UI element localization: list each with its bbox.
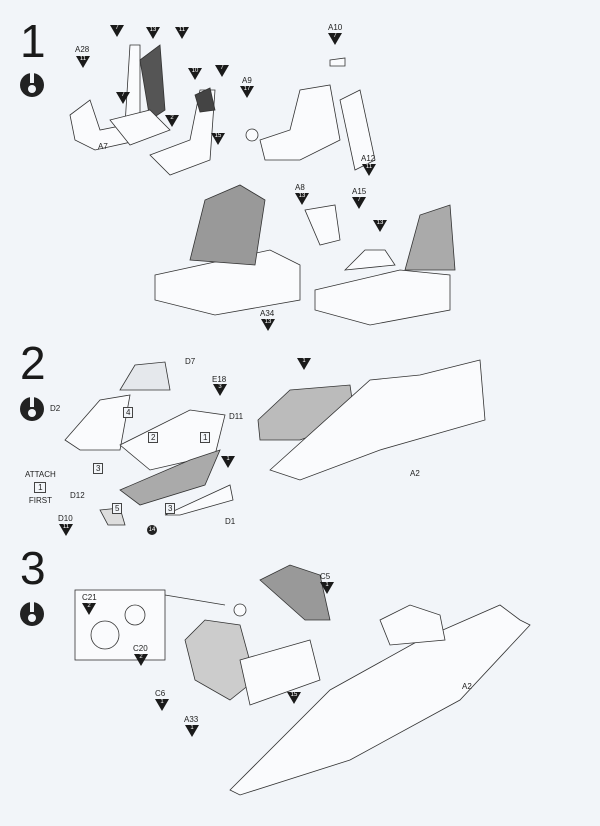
part-label: A15 (352, 187, 367, 196)
part-label: A12 (361, 154, 376, 163)
order-box: 1 (200, 432, 211, 443)
color-code: 17 (240, 86, 254, 98)
part-label: A9 (242, 76, 252, 85)
part-label: C5 (320, 572, 331, 581)
part-label: A2 (410, 469, 420, 478)
color-code: 15 (287, 692, 301, 704)
step-number-1: 1 (20, 15, 46, 67)
part-label: D11 (229, 412, 244, 421)
first-label: FIRST (28, 496, 52, 505)
color-code: 7 (215, 65, 229, 77)
attach-label: ATTACH (25, 470, 56, 479)
color-code: 7 (116, 92, 130, 104)
color-code-circle: 14 (147, 525, 157, 535)
part-label: A28 (75, 45, 90, 54)
color-code: 11 (362, 164, 376, 176)
cement-icon (20, 73, 44, 97)
color-code: 2 (165, 115, 179, 127)
part-label: A33 (184, 715, 199, 724)
color-code: 13 (373, 220, 387, 232)
attach-number: 1 (34, 482, 47, 493)
color-code: 1 (185, 725, 199, 737)
cockpit-step3 (74, 564, 531, 796)
color-code: 2 (82, 603, 96, 615)
color-code: 2 (134, 654, 148, 666)
part-label: A34 (260, 309, 275, 318)
part-label: A8 (295, 183, 305, 192)
color-code: 7 (110, 25, 124, 37)
part-label: C20 (133, 644, 148, 653)
step-number-2: 2 (20, 337, 46, 389)
part-label: A10 (328, 23, 343, 32)
part-label: D7 (185, 357, 196, 366)
color-code: 1 (320, 582, 334, 594)
part-label: C21 (82, 593, 97, 602)
color-code: 10 (188, 68, 202, 80)
color-code: 1 (155, 699, 169, 711)
attach-first-note: ATTACH 1 FIRST (25, 470, 56, 505)
order-box: 3 (165, 503, 176, 514)
color-code: 13 (146, 27, 160, 39)
color-code: 11 (175, 27, 189, 39)
color-code: 7 (328, 33, 342, 45)
order-box: 5 (112, 503, 123, 514)
part-label: A7 (98, 142, 108, 151)
seat-parts-step1 (69, 44, 376, 176)
order-box: 3 (93, 463, 104, 474)
part-label: D2 (50, 404, 61, 413)
order-box: 4 (123, 407, 134, 418)
step-number-3: 3 (20, 542, 46, 594)
part-label: A2 (462, 682, 472, 691)
color-code: 3 (213, 384, 227, 396)
color-code: 11 (76, 56, 90, 68)
color-code: 15 (211, 133, 225, 145)
color-code: 1 (221, 456, 235, 468)
part-label: D1 (225, 517, 236, 526)
color-code: 13 (261, 319, 275, 331)
part-label: D10 (58, 514, 73, 523)
color-code: 7 (352, 197, 366, 209)
part-label: D12 (70, 491, 85, 500)
cement-icon (20, 602, 44, 626)
part-label: C6 (155, 689, 166, 698)
order-box: 2 (148, 432, 159, 443)
color-code: 13 (295, 193, 309, 205)
seat-in-cockpit-step1 (154, 184, 456, 326)
color-code: 1 (297, 358, 311, 370)
part-label: E18 (212, 375, 227, 384)
cockpit-tub-step2 (64, 359, 486, 526)
cement-icon (20, 397, 44, 421)
color-code: 11 (59, 524, 73, 536)
